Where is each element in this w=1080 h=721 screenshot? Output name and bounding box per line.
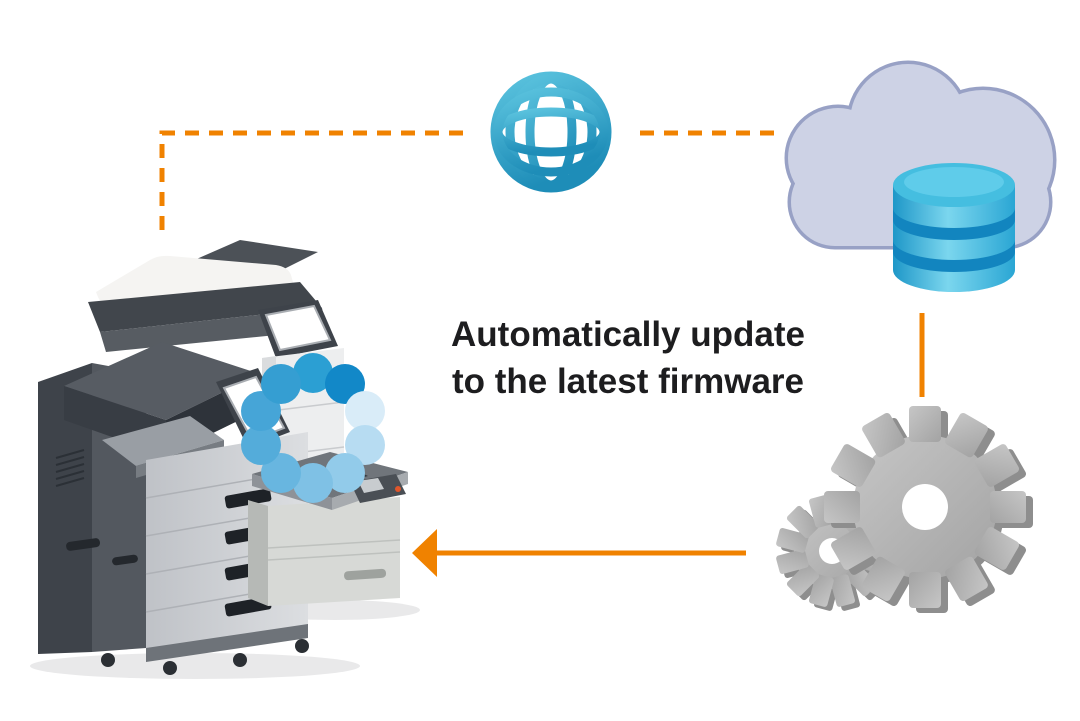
gears-icon	[776, 406, 1033, 613]
database-icon	[893, 163, 1015, 292]
database-band-top	[893, 208, 1015, 240]
scanner-deck	[88, 282, 322, 332]
tower-handle-slot-1	[66, 538, 101, 551]
tower-vents	[55, 449, 85, 487]
power-button	[395, 486, 401, 492]
caption-line-1: Automatically update	[451, 315, 805, 354]
left-arrow	[412, 529, 746, 577]
desktop-printer-body	[268, 497, 400, 606]
control-panel-back-screen	[264, 304, 332, 352]
spinner-dot	[293, 353, 333, 393]
globe-icon	[490, 71, 612, 193]
loading-spinner-icon	[241, 353, 385, 503]
spinner-dot	[293, 463, 333, 503]
desktop-printer-side	[248, 500, 268, 606]
spinner-dot	[345, 391, 385, 431]
database-top-highlight	[904, 167, 1004, 197]
plinth	[146, 624, 308, 662]
spinner-dot	[241, 425, 281, 465]
mfp-printer-front	[38, 342, 309, 675]
caption: Automatically update to the latest firmw…	[451, 315, 805, 401]
spinner-dot	[261, 453, 301, 493]
large-gear	[824, 406, 1033, 613]
output-tray-top	[102, 416, 224, 466]
mfp-shadow	[30, 653, 360, 679]
left-tower-side	[38, 363, 92, 654]
dashed-line-left	[159, 130, 470, 230]
spinner-dot	[325, 453, 365, 493]
paper-tray-handle	[344, 568, 387, 581]
desktop-printer-seams	[267, 539, 401, 561]
desktop-printer-display	[358, 478, 384, 493]
caption-line-2: to the latest firmware	[452, 362, 804, 401]
globe-grid	[493, 74, 609, 190]
dashed-connector	[159, 130, 775, 230]
spinner-dot	[345, 425, 385, 465]
spinner-dot	[261, 364, 301, 404]
database-band-bottom	[893, 240, 1015, 272]
arrow-head	[412, 529, 437, 577]
wedge-top	[64, 342, 260, 420]
casters	[101, 639, 309, 675]
tower-handle-slot-2	[112, 554, 138, 566]
